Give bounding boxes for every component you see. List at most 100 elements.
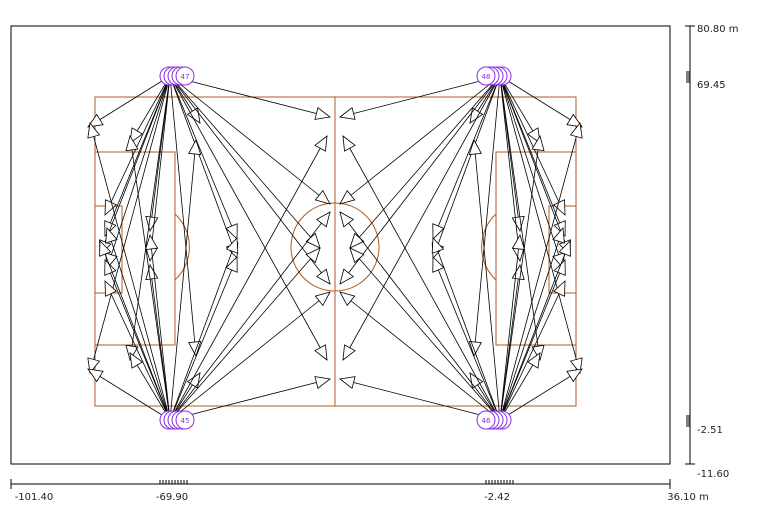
aim-line-segment [169,75,331,285]
aim-line-segment [106,227,171,421]
aim-line [339,75,501,120]
aim-line [169,75,238,240]
triangle-arrow-icon [305,247,321,264]
triangle-arrow-icon [468,138,482,155]
triangle-arrow-icon [87,122,101,139]
triangle-arrow-icon [315,211,331,228]
aim-line-segment [169,75,328,361]
aim-line [169,291,331,421]
aim-line [499,75,583,128]
aim-line-segment [349,247,501,421]
aim-line-segment [349,75,501,249]
aim-line-segment [169,237,238,421]
triangle-arrow-icon [432,256,445,273]
aim-line [432,75,501,240]
triangle-arrow-icon [511,263,525,281]
aim-line [125,134,171,421]
aim-line [431,237,501,421]
triangle-arrow-icon [526,352,541,369]
aim-line-segment [104,280,171,421]
aim-line-segment [342,135,501,421]
triangle-arrow-icon [315,268,331,285]
aim-line-segment [169,135,328,421]
aim-line-segment [342,75,501,361]
pole-46: 46 [476,410,512,430]
aim-line-segment [169,75,331,205]
soccer-field [94,96,577,407]
pole-label: 48 [482,73,491,81]
y-axis-label: 80.80 m [697,24,739,35]
y-axis-label: 69.45 [697,80,726,91]
aim-line-segment [89,122,171,421]
aim-line [169,75,328,361]
penalty-arc-right [481,213,497,281]
aim-line-segment [339,378,501,421]
aim-line [169,135,328,421]
aim-line-segment [432,75,501,240]
triangle-arrow-icon [511,233,526,251]
aim-line [169,247,321,421]
triangle-arrow-icon [225,237,239,254]
aim-line [129,352,171,421]
aim-line [339,376,501,421]
triangle-arrow-icon [314,135,328,152]
aim-line-segment [499,75,541,361]
aim-line-segment [499,280,566,421]
aim-line-segment [499,75,583,128]
triangle-arrow-icon [432,223,445,240]
aim-line-segment [339,291,501,421]
triangle-arrow-icon [145,215,159,233]
triangle-arrow-icon [349,247,365,264]
triangle-arrow-icon [314,344,328,361]
aim-line [499,122,583,421]
aim-line-segment [339,75,501,285]
triangle-arrow-icon [87,368,104,383]
triangle-arrow-icon [129,352,144,369]
triangle-arrow-icon [566,113,583,128]
aim-line-segment [432,256,501,421]
triangle-arrow-icon [526,127,541,144]
triangle-arrow-icon [105,227,118,244]
aim-line-segment [432,237,501,421]
triangle-arrow-icon [339,189,356,205]
aim-line [125,75,171,362]
aim-line [169,256,238,421]
aim-line-segment [87,75,171,128]
aim-line [105,227,171,421]
triangle-arrow-icon [552,199,566,216]
aim-line-segment [499,234,521,421]
luminaire-circle-icon [175,66,195,86]
aim-line [104,75,171,216]
aim-line-segment [473,139,501,421]
aim-line-segment [499,75,571,256]
triangle-arrow-icon [188,138,202,155]
triangle-arrow-icon [431,237,445,254]
aim-line [169,376,331,421]
aim-line-segment [499,75,564,269]
triangle-arrow-icon [511,215,525,233]
aim-line-segment [104,75,171,216]
aim-line [499,75,541,144]
y-axis-label: -2.51 [697,425,723,436]
aim-line [339,75,501,285]
aim-line [339,211,501,421]
aim-line-segment [339,75,501,205]
aim-line-segment [169,256,238,421]
aim-line-segment [169,75,321,249]
aim-line-segment [169,75,331,118]
center-circle [290,202,380,292]
aim-line [169,138,202,421]
aim-line-segment [499,75,581,374]
aim-line [499,368,583,421]
pole-48: 48 [476,66,512,86]
triangle-arrow-icon [558,240,571,257]
aim-line-segment [432,75,501,259]
aim-line [87,368,171,421]
aim-line [169,211,331,421]
aim-line-segment [499,368,583,421]
aim-line [349,247,501,421]
x-axis-label: -69.90 [156,492,188,503]
triangle-arrow-icon [314,107,331,120]
aim-line-segment [169,211,331,421]
